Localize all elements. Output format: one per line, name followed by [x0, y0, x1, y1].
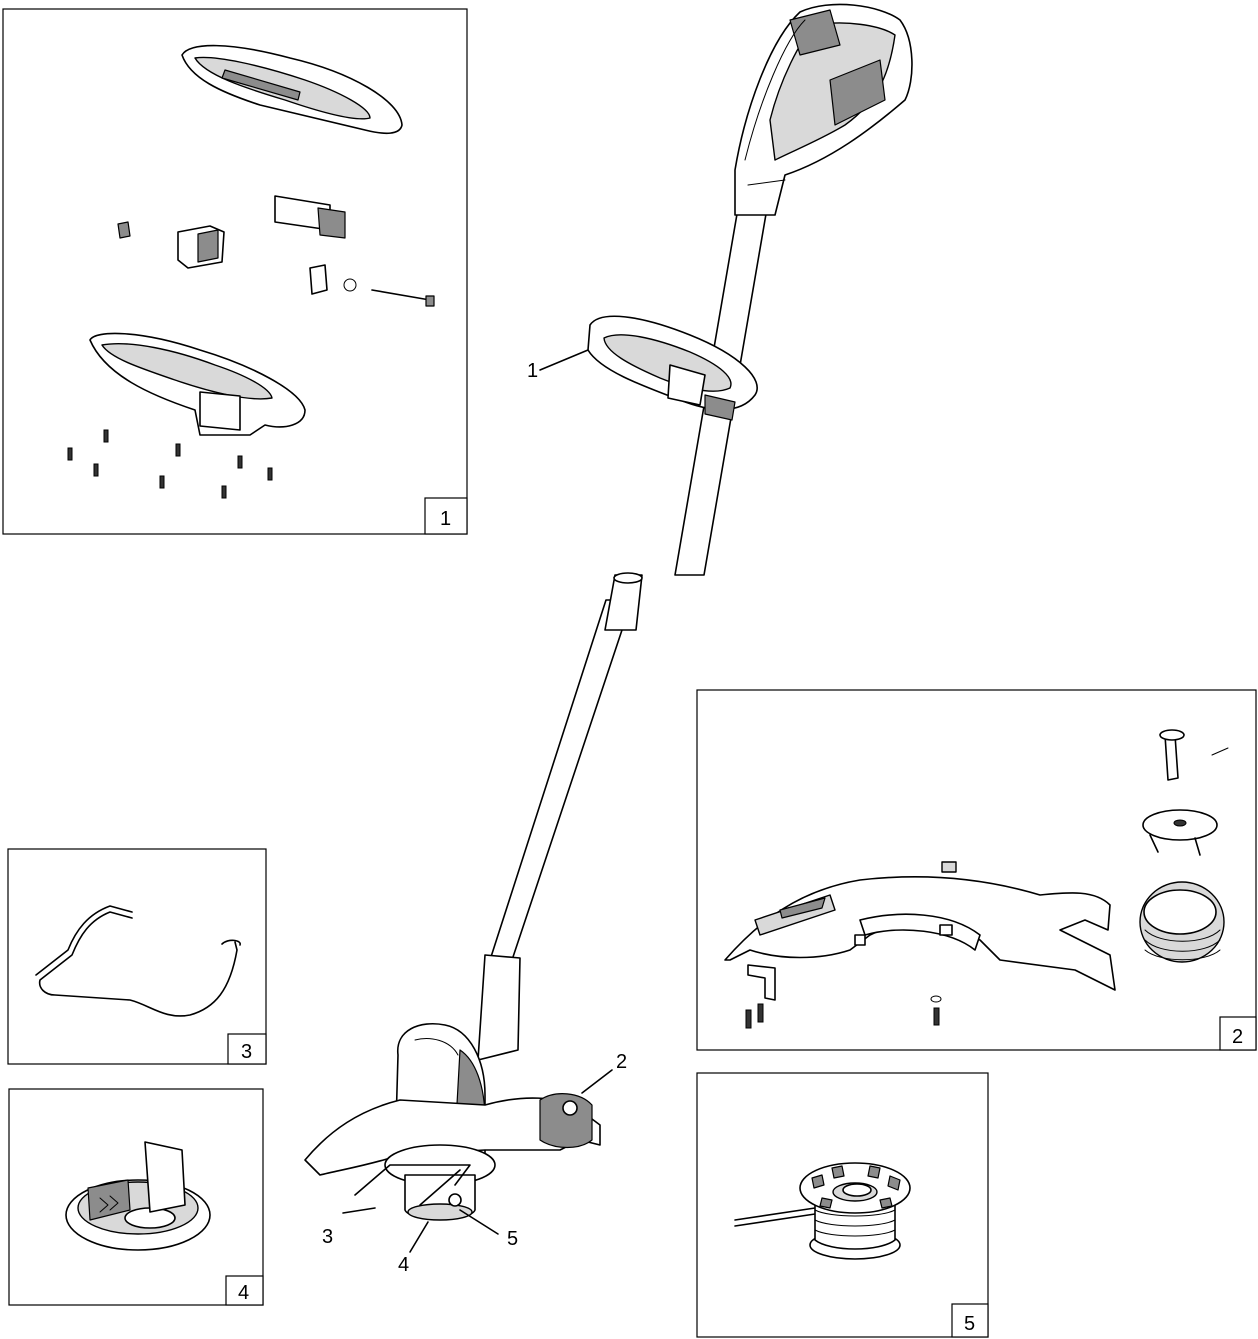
screw-set	[67, 429, 273, 499]
spool-housing	[354, 1144, 496, 1221]
panel-2-guard-parts	[696, 689, 1257, 1051]
callout-4: 4	[398, 1254, 409, 1276]
panel-3-number: 3	[241, 1041, 252, 1063]
string-trimmer-assembly	[304, 3, 913, 1253]
panel-1-number: 1	[440, 508, 451, 530]
panel-5-number: 5	[964, 1313, 975, 1335]
callout-1: 1	[527, 360, 538, 382]
callout-3: 3	[322, 1226, 333, 1248]
auxiliary-handle	[587, 315, 758, 421]
guard	[304, 1093, 601, 1176]
panel-5-spool-line	[696, 1072, 989, 1338]
panel-2-number: 2	[1232, 1026, 1243, 1048]
callout-2: 2	[616, 1051, 627, 1073]
panel-1-handle-parts	[2, 8, 468, 535]
panel-4-spool-cap	[8, 1088, 264, 1306]
handle-housing	[734, 3, 913, 216]
callout-5: 5	[507, 1228, 518, 1250]
panel-3-edge-guide	[7, 848, 267, 1065]
panel-4-number: 4	[238, 1282, 249, 1304]
